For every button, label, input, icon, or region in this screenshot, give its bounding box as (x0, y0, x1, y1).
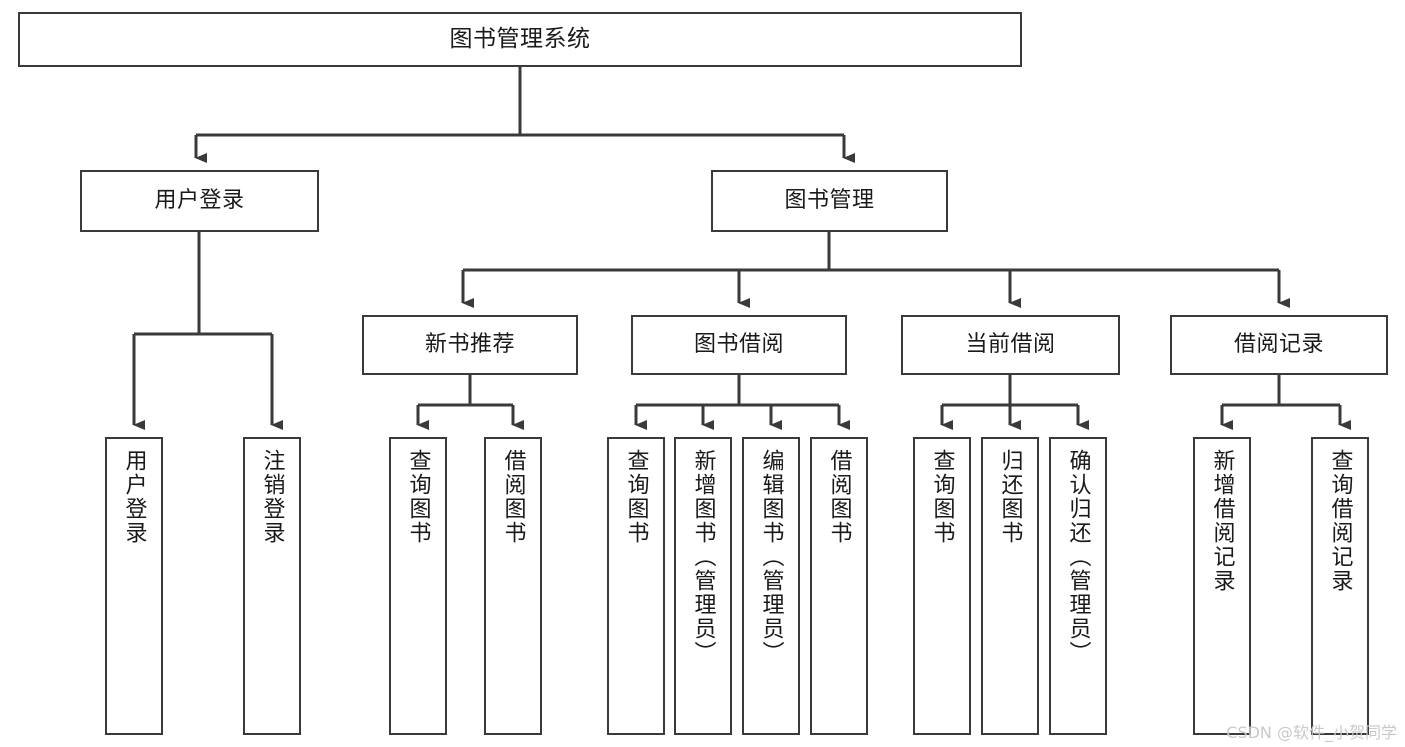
leaf-borrow-add-book-admin[interactable]: 新增图书（管理员） (674, 437, 732, 735)
leaf-current-return-book[interactable]: 归还图书 (981, 437, 1039, 735)
node-label: 图书管理 (784, 188, 875, 214)
node-label: 用户登录 (154, 188, 245, 214)
node-label: 图书管理系统 (449, 25, 591, 52)
node-label: 查询借阅记录 (1327, 449, 1353, 593)
leaf-user-login[interactable]: 用户登录 (105, 437, 163, 735)
node-label: 用户登录 (121, 449, 147, 545)
leaf-record-query-record[interactable]: 查询借阅记录 (1311, 437, 1369, 735)
node-book-borrow[interactable]: 图书借阅 (631, 315, 847, 375)
leaf-recommend-borrow-book[interactable]: 借阅图书 (484, 437, 542, 735)
node-book-management[interactable]: 图书管理 (711, 170, 948, 232)
node-label: 借阅记录 (1233, 332, 1324, 358)
node-root-system[interactable]: 图书管理系统 (18, 12, 1022, 67)
leaf-borrow-edit-book-admin[interactable]: 编辑图书（管理员） (742, 437, 800, 735)
leaf-record-add-record[interactable]: 新增借阅记录 (1193, 437, 1251, 735)
node-label: 新增借阅记录 (1209, 449, 1235, 593)
node-label: 确认归还（管理员） (1065, 449, 1091, 665)
node-user-login[interactable]: 用户登录 (80, 170, 319, 232)
leaf-recommend-query-book[interactable]: 查询图书 (389, 437, 447, 735)
node-label: 归还图书 (997, 449, 1023, 545)
node-current-borrow[interactable]: 当前借阅 (901, 315, 1120, 375)
node-new-book-recommend[interactable]: 新书推荐 (362, 315, 578, 375)
node-label: 查询图书 (623, 449, 649, 545)
node-borrow-record[interactable]: 借阅记录 (1170, 315, 1388, 375)
node-label: 新书推荐 (424, 332, 515, 358)
leaf-borrow-borrow-book[interactable]: 借阅图书 (810, 437, 868, 735)
leaf-borrow-query-book[interactable]: 查询图书 (607, 437, 665, 735)
node-label: 当前借阅 (965, 332, 1056, 358)
leaf-current-query-book[interactable]: 查询图书 (913, 437, 971, 735)
node-label: 编辑图书（管理员） (758, 449, 784, 665)
node-label: 借阅图书 (500, 449, 526, 545)
node-label: 注销登录 (259, 449, 285, 545)
node-label: 新增图书（管理员） (690, 449, 716, 665)
node-label: 查询图书 (929, 449, 955, 545)
watermark-text: CSDN @软件_小贺同学 (1226, 723, 1397, 742)
node-label: 借阅图书 (826, 449, 852, 545)
leaf-user-logout[interactable]: 注销登录 (243, 437, 301, 735)
leaf-current-confirm-return-admin[interactable]: 确认归还（管理员） (1049, 437, 1107, 735)
node-label: 查询图书 (405, 449, 431, 545)
node-label: 图书借阅 (693, 332, 784, 358)
